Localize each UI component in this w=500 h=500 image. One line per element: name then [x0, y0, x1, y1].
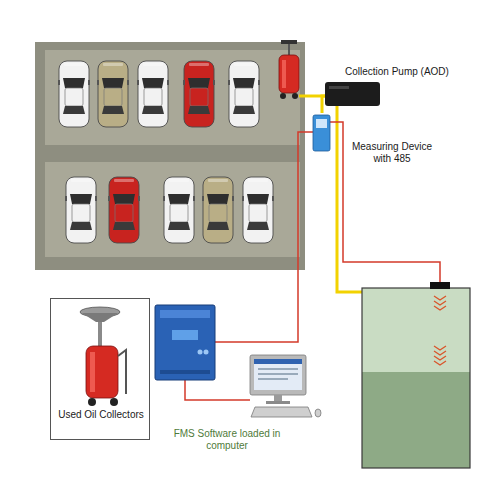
car [136, 61, 170, 127]
parking-lot [35, 42, 305, 270]
oil-collector-cart [288, 44, 290, 56]
car [201, 177, 235, 243]
storage-tank [362, 288, 470, 372]
fms-controller [160, 310, 210, 318]
oil-collector-cart [282, 60, 286, 88]
yellow-pipe [337, 106, 362, 292]
oil-collector-cart [279, 55, 299, 93]
pump-node: Collection Pump (AOD) [325, 66, 462, 108]
collection-pump [325, 82, 380, 106]
measuring-device [313, 115, 330, 151]
used-oil-collector-panel [110, 398, 118, 406]
parking-lot [35, 42, 305, 270]
fms-controller [198, 350, 203, 355]
storage-tank [430, 282, 450, 289]
storage-tank [434, 346, 446, 365]
computer [258, 378, 288, 380]
measuring-device [316, 119, 327, 128]
car [64, 177, 98, 243]
computer [258, 368, 298, 370]
node-label: Collection Pump (AOD) [345, 66, 460, 78]
storage-tank [362, 288, 470, 468]
car [57, 61, 91, 127]
car [182, 61, 216, 127]
storage-tank [434, 296, 446, 310]
oil-collector-cart [292, 93, 298, 99]
used-oil-collector-panel [86, 346, 118, 398]
used-oil-collector-panel [90, 352, 95, 392]
computer [315, 409, 321, 417]
oil-collector-cart [281, 40, 297, 44]
used-oil-collector-panel [88, 398, 96, 406]
fms-controller [204, 350, 209, 355]
computer [254, 359, 302, 364]
used-oil-collector-panel [50, 298, 150, 440]
fms-controller [155, 305, 215, 380]
used-oil-collector-panel [118, 350, 126, 394]
car [96, 61, 130, 127]
car [57, 61, 275, 243]
measuring-device [313, 115, 330, 151]
computer [258, 373, 298, 375]
car [162, 177, 196, 243]
collector-box: Used Oil Collectors [50, 298, 150, 440]
used-oil-collector-panel [98, 322, 102, 346]
node-label: Used Oil Collectors [56, 409, 146, 421]
signal-wire [330, 122, 440, 282]
collection-pump [329, 86, 349, 89]
signal-wire [185, 380, 250, 400]
storage-tank [362, 372, 470, 468]
parking-lot [45, 162, 300, 257]
computer [266, 401, 290, 404]
storage-tank [362, 282, 470, 468]
fms-controller [160, 370, 210, 374]
used-oil-collector-panel [82, 313, 118, 322]
collection-pump [325, 82, 380, 106]
computer [250, 355, 306, 395]
fms-controller [155, 305, 215, 380]
computer [274, 395, 282, 401]
car [241, 177, 275, 243]
car [107, 177, 141, 243]
oil-collector-cart [279, 40, 299, 99]
computer [250, 355, 321, 417]
used-oil-collector-panel [50, 298, 150, 440]
node-label: Measuring Device with 485 [348, 141, 436, 165]
car [227, 61, 261, 127]
node-label: FMS Software loaded in computer [172, 428, 282, 452]
pipe-connector [322, 96, 325, 113]
device-node: Measuring Device with 485 [312, 113, 438, 173]
parking-lot [45, 50, 300, 145]
fms-controller [172, 330, 198, 340]
computer-node: FMS Software loaded in computer [172, 428, 284, 456]
oil-collector-cart [280, 93, 286, 99]
computer [254, 359, 302, 390]
computer [251, 407, 312, 417]
signal-wire [215, 132, 313, 342]
